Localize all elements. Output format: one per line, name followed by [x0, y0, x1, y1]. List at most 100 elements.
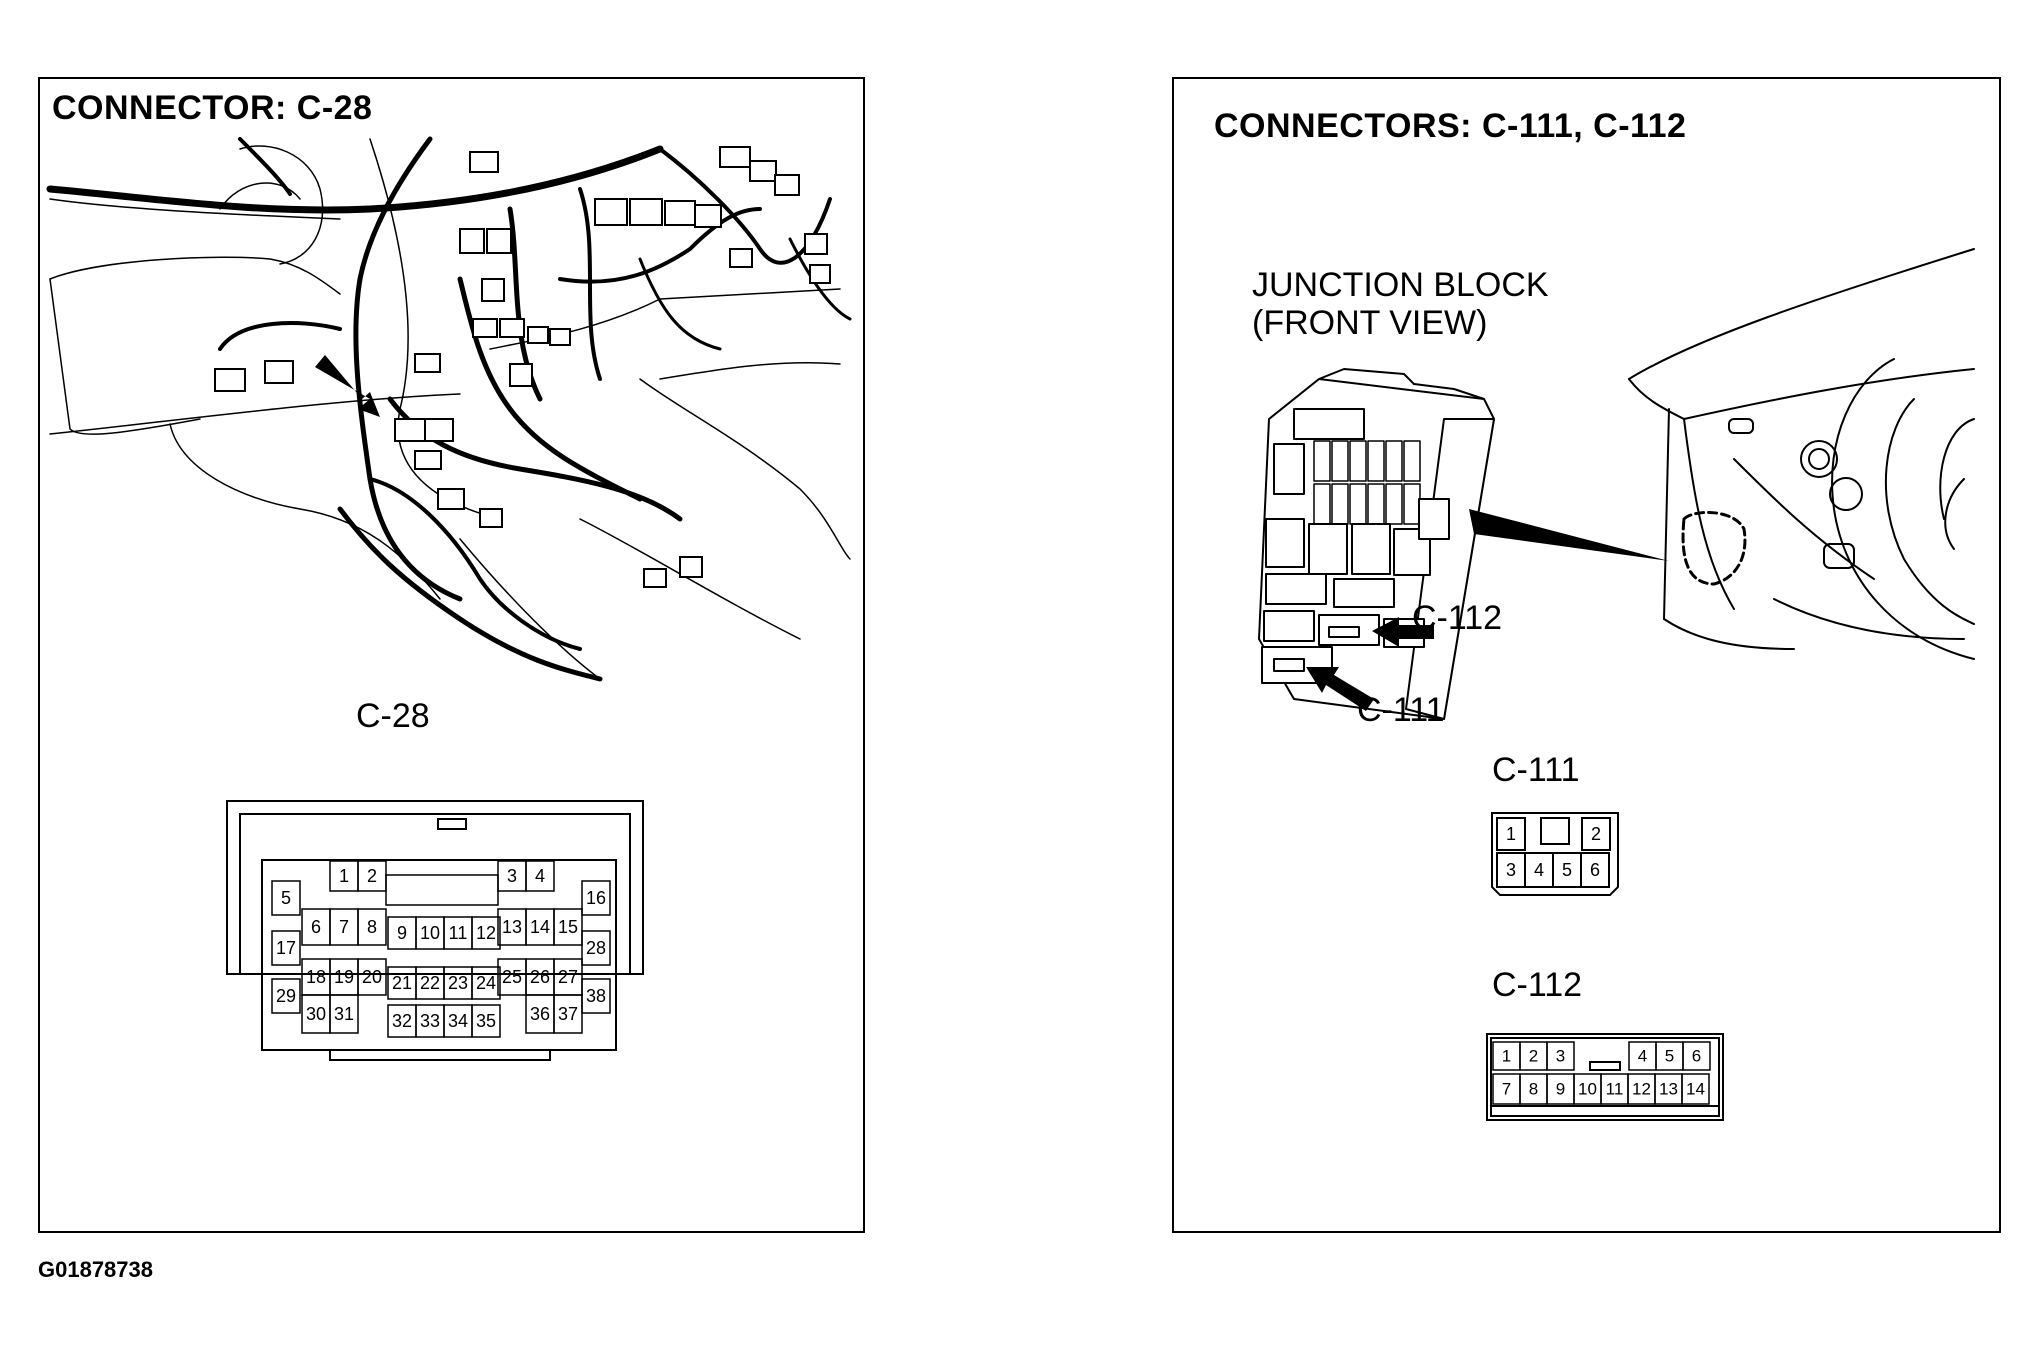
pin-cell	[471, 916, 501, 950]
pin-number: 3	[1556, 1046, 1565, 1065]
c112-callout-label: C-112	[1412, 599, 1503, 637]
pin-number: 11	[449, 923, 468, 943]
pin-number: 14	[530, 917, 550, 937]
pin-number: 29	[276, 986, 296, 1006]
junction-block-illustration	[1258, 248, 1975, 720]
pin-number: 23	[448, 973, 468, 993]
pin-number: 32	[392, 1011, 412, 1031]
pin-number: 15	[558, 917, 578, 937]
pin-number: 22	[420, 973, 440, 993]
pin-number: 8	[1529, 1079, 1538, 1098]
pin-number: 4	[1534, 860, 1544, 880]
pin-number: 5	[1665, 1046, 1674, 1065]
pin-number: 12	[1632, 1079, 1651, 1098]
c28-connector-label: C-28	[356, 697, 430, 735]
pin-number: 31	[334, 1004, 354, 1024]
pin-number: 25	[502, 967, 522, 987]
right-panel: CONNECTORS: C-111, C-112 JUNCTION BLOCK …	[1172, 77, 2001, 1233]
c111-connector-label: C-111	[1492, 751, 1580, 789]
left-panel: CONNECTOR: C-28	[38, 77, 865, 1233]
c112-callout-arrow	[1372, 617, 1434, 647]
pin-number: 35	[476, 1011, 496, 1031]
pin-number: 7	[1502, 1079, 1511, 1098]
pin-cell	[525, 860, 555, 892]
pin-number: 4	[1638, 1046, 1647, 1065]
pin-cell	[357, 908, 387, 946]
pin-number: 13	[502, 917, 522, 937]
pin-number: 28	[586, 938, 606, 958]
pin-number: 7	[339, 917, 349, 937]
pin-number: 10	[420, 923, 440, 943]
pin-number: 20	[362, 967, 382, 987]
pin-number: 17	[276, 938, 296, 958]
pin-number: 8	[367, 917, 377, 937]
right-panel-title: CONNECTORS: C-111, C-112	[1214, 107, 1687, 145]
c111-connector-face	[1491, 812, 1619, 896]
c111-callout-arrow	[1306, 667, 1374, 711]
pin-cell	[581, 880, 611, 916]
pin-number: 26	[530, 967, 550, 987]
pin-number: 14	[1686, 1079, 1705, 1098]
pin-number: 2	[1591, 824, 1601, 844]
pin-number: 19	[334, 967, 354, 987]
dashboard-harness-illustration	[46, 136, 852, 682]
pin-number: 6	[311, 917, 321, 937]
pin-number: 30	[306, 1004, 326, 1024]
pin-number: 5	[281, 888, 291, 908]
pin-number: 1	[1502, 1046, 1511, 1065]
pin-number: 3	[1506, 860, 1516, 880]
pin-cell	[553, 994, 583, 1034]
pin-number: 11	[1606, 1079, 1624, 1098]
pin-cell	[271, 880, 301, 916]
pin-cell	[1681, 1073, 1710, 1105]
pin-number: 27	[558, 967, 578, 987]
pin-number: 16	[586, 888, 606, 908]
pin-cell	[581, 930, 611, 966]
pin-number: 10	[1578, 1079, 1597, 1098]
pin-number: 12	[476, 923, 496, 943]
pin-number: 1	[339, 866, 349, 886]
junction-block-label: JUNCTION BLOCK	[1252, 266, 1549, 304]
pin-number: 3	[507, 866, 517, 886]
pin-number: 38	[586, 986, 606, 1006]
figure-id: G01878738	[38, 1257, 153, 1282]
pin-cell	[581, 978, 611, 1014]
pin-cell	[553, 908, 583, 946]
c112-connector-face	[1486, 1033, 1724, 1121]
junction-block-sublabel: (FRONT VIEW)	[1252, 304, 1488, 342]
pin-number: 24	[476, 973, 496, 993]
pin-number: 9	[1556, 1079, 1565, 1098]
pin-number: 2	[1529, 1046, 1538, 1065]
pin-number: 13	[1659, 1079, 1678, 1098]
pin-number: 34	[448, 1011, 468, 1031]
c111-callout-label: C-111	[1357, 691, 1445, 729]
pin-number: 9	[397, 923, 407, 943]
pin-number: 6	[1590, 860, 1600, 880]
pin-number: 6	[1692, 1046, 1701, 1065]
pin-number: 33	[420, 1011, 440, 1031]
pin-cell	[357, 958, 387, 996]
pin-number: 4	[535, 866, 545, 886]
pin-number: 21	[392, 973, 412, 993]
c28-location-arrow	[315, 355, 380, 417]
pin-cell	[271, 930, 301, 966]
pin-cell	[329, 994, 359, 1034]
c112-connector-label: C-112	[1492, 966, 1583, 1004]
pin-cell	[471, 966, 501, 1000]
pin-number: 2	[367, 866, 377, 886]
c28-center-block	[385, 874, 499, 906]
pin-cell	[1546, 1041, 1575, 1071]
pin-number: 37	[558, 1004, 578, 1024]
pin-cell	[471, 1004, 501, 1038]
pin-number: 5	[1562, 860, 1572, 880]
pin-number: 18	[306, 967, 326, 987]
left-panel-title: CONNECTOR: C-28	[52, 89, 373, 127]
pin-cell	[271, 978, 301, 1014]
pin-cell	[1682, 1041, 1711, 1071]
pin-number: 1	[1506, 824, 1516, 844]
